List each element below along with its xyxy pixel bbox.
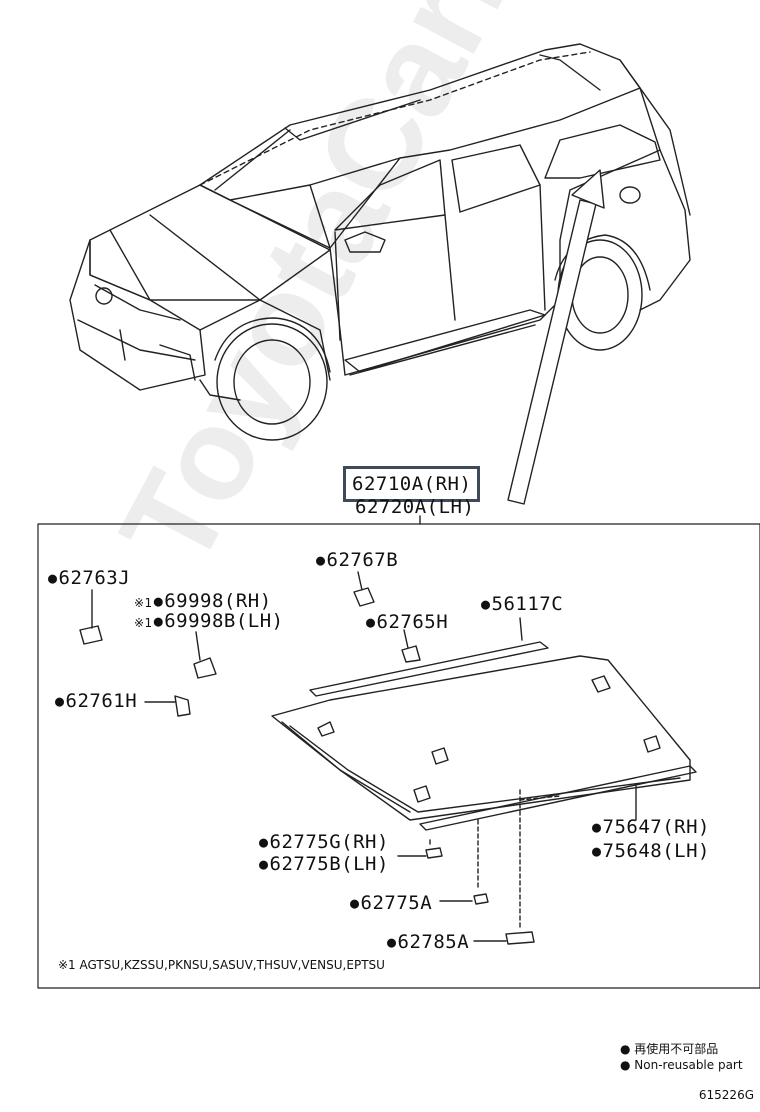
- callout-arrow: [507, 169, 605, 505]
- roof-strip-56117c: [309, 641, 549, 697]
- main-part-number-box[interactable]: 62710A(RH): [343, 466, 481, 502]
- roof-panel-outline: [271, 655, 691, 821]
- vehicle-outline: [69, 43, 691, 441]
- clip-62763j: [79, 589, 103, 645]
- part-label-62785a[interactable]: 62785A: [387, 931, 469, 954]
- figure-number: 615226G: [698, 1088, 754, 1102]
- part-label-62775g-rh[interactable]: 62775G(RH): [259, 831, 389, 854]
- molding-strip-75647: [419, 765, 697, 831]
- part-label-75647-rh[interactable]: 75647(RH): [592, 816, 710, 839]
- part-label-62775a[interactable]: 62775A: [350, 892, 432, 915]
- parts-frame: [37, 523, 760, 989]
- main-part-secondary[interactable]: 62720A(LH): [355, 496, 475, 518]
- roof-molding-dash-line: [199, 51, 591, 186]
- part-label-69998-rh[interactable]: ※169998(RH): [134, 590, 272, 614]
- legend-english: ● Non-reusable part: [620, 1058, 743, 1072]
- part-label-56117c[interactable]: 56117C: [481, 593, 563, 616]
- part-label-62763j[interactable]: 62763J: [48, 567, 130, 590]
- part-label-75648-lh[interactable]: 75648(LH): [592, 840, 710, 863]
- legend-japanese: ● 再使用不可部品: [620, 1042, 719, 1056]
- part-label-62767b[interactable]: 62767B: [316, 549, 398, 572]
- main-part-primary: 62710A(RH): [352, 473, 472, 495]
- clip-69998: [193, 631, 217, 679]
- part-label-62775b-lh[interactable]: 62775B(LH): [259, 853, 389, 876]
- part-label-62761h[interactable]: 62761H: [55, 690, 137, 713]
- legend-dot-icon: ●: [620, 1042, 635, 1056]
- part-label-69998b-lh[interactable]: ※169998B(LH): [134, 610, 284, 634]
- legend-dot-icon: ●: [620, 1058, 635, 1072]
- part-label-62765h[interactable]: 62765H: [366, 611, 448, 634]
- applicability-footnote: ※1 AGTSU,KZSSU,PKNSU,SASUV,THSUV,VENSU,E…: [58, 958, 385, 972]
